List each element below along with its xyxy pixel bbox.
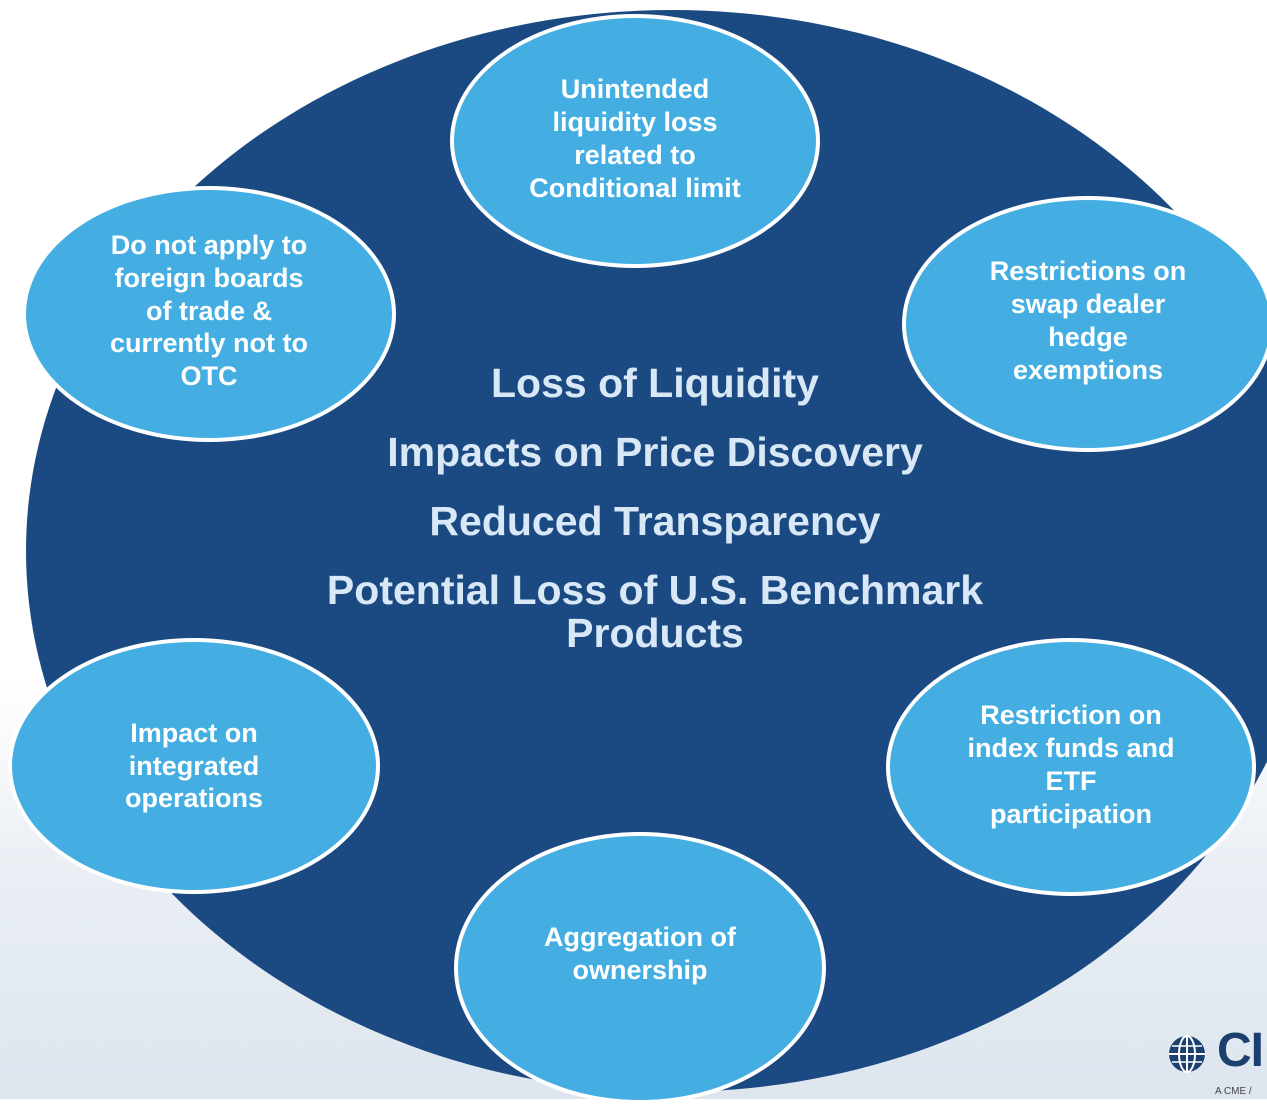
bubble-foreign-boards: Do not apply to foreign boards of trade … [22, 186, 396, 442]
bubble-index-funds-label: Restriction on index funds and ETF parti… [967, 700, 1175, 829]
company-logo: CI A CME / [1167, 1027, 1267, 1099]
bubble-integrated-operations: Impact on integrated operations [8, 638, 380, 894]
logo-tagline: A CME / [1215, 1086, 1252, 1097]
bubble-index-funds: Restriction on index funds and ETF parti… [886, 638, 1256, 896]
bubble-swap-dealer: Restrictions on swap dealer hedge exempt… [902, 196, 1267, 452]
impact-line-transparency: Reduced Transparency [429, 498, 881, 545]
impact-line-liquidity: Loss of Liquidity [491, 360, 819, 406]
central-impacts-text: Loss of Liquidity Impacts on Price Disco… [250, 360, 1060, 657]
bubble-swap-dealer-label: Restrictions on swap dealer hedge exempt… [989, 256, 1187, 385]
logo-wordmark: CI [1217, 1024, 1264, 1077]
globe-icon [1169, 1035, 1205, 1073]
bubble-conditional-limit: Unintended liquidity loss related to Con… [450, 14, 820, 268]
impact-line-benchmark: Potential Loss of U.S. Benchmark Product… [326, 567, 984, 657]
impact-line-price-discovery: Impacts on Price Discovery [387, 429, 923, 476]
bubble-conditional-limit-label: Unintended liquidity loss related to Con… [529, 74, 741, 203]
bubble-aggregation: Aggregation of ownership [454, 832, 826, 1104]
bubble-foreign-boards-label: Do not apply to foreign boards of trade … [109, 229, 308, 392]
bubble-integrated-operations-label: Impact on integrated operations [124, 717, 264, 814]
bubble-aggregation-label: Aggregation of ownership [544, 922, 736, 985]
